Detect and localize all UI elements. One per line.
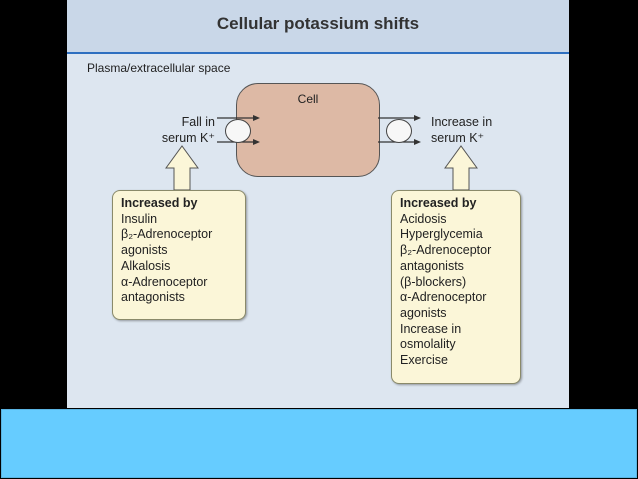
- list-item: agonists: [400, 305, 447, 320]
- diagram-panel: Cellular potassium shifts Plasma/extrace…: [67, 0, 569, 408]
- left-block-arrow: [165, 145, 199, 191]
- left-box-heading: Increased by: [121, 196, 198, 210]
- list-item: Alkalosis: [121, 258, 171, 273]
- arrows-layer: [165, 115, 478, 191]
- left-arrow-upper-head: [253, 115, 260, 121]
- list-item: β₂-Adrenoceptor: [121, 227, 213, 242]
- bottom-caption-bar: [1, 409, 637, 478]
- left-increased-by-box: Increased by Insulin β₂-Adrenoceptor ago…: [112, 190, 246, 320]
- cell-shape: Cell: [236, 83, 380, 177]
- list-item: (β-blockers): [400, 274, 467, 289]
- right-block-arrow: [444, 145, 478, 191]
- list-item: antagonists: [400, 258, 464, 273]
- increase-in-serum-k-label: Increase in serum K⁺: [431, 115, 493, 145]
- list-item: antagonists: [121, 290, 185, 305]
- right-box-list: Acidosis Hyperglycemia β₂-Adrenoceptor a…: [400, 212, 514, 369]
- right-box-heading: Increased by: [400, 196, 477, 210]
- right-increased-by-box: Increased by Acidosis Hyperglycemia β₂-A…: [391, 190, 521, 384]
- list-item: Exercise: [400, 353, 448, 368]
- right-pump-circle: [386, 119, 412, 143]
- list-item: Hyperglycemia: [400, 227, 483, 242]
- list-item: α-Adrenoceptor: [121, 274, 208, 289]
- cell-label: Cell: [297, 92, 319, 106]
- extracellular-space-label: Plasma/extracellular space: [87, 61, 231, 75]
- diagram-title: Cellular potassium shifts: [216, 14, 420, 33]
- list-item: Increase in: [400, 321, 462, 336]
- list-item: Insulin: [121, 211, 158, 226]
- diagram-header: Cellular potassium shifts: [67, 0, 569, 54]
- fall-in-serum-k-label: Fall in serum K⁺: [161, 115, 215, 145]
- left-pump-circle: [225, 119, 251, 143]
- list-item: Acidosis: [400, 211, 447, 226]
- right-arrow-lower-head: [414, 139, 421, 145]
- left-box-list: Insulin β₂-Adrenoceptor agonists Alkalos…: [121, 212, 239, 306]
- right-arrow-upper-head: [414, 115, 421, 121]
- list-item: β₂-Adrenoceptor: [400, 243, 492, 258]
- list-item: osmolality: [400, 337, 456, 352]
- list-item: agonists: [121, 243, 168, 258]
- list-item: α-Adrenoceptor: [400, 290, 487, 305]
- left-arrow-lower-head: [253, 139, 260, 145]
